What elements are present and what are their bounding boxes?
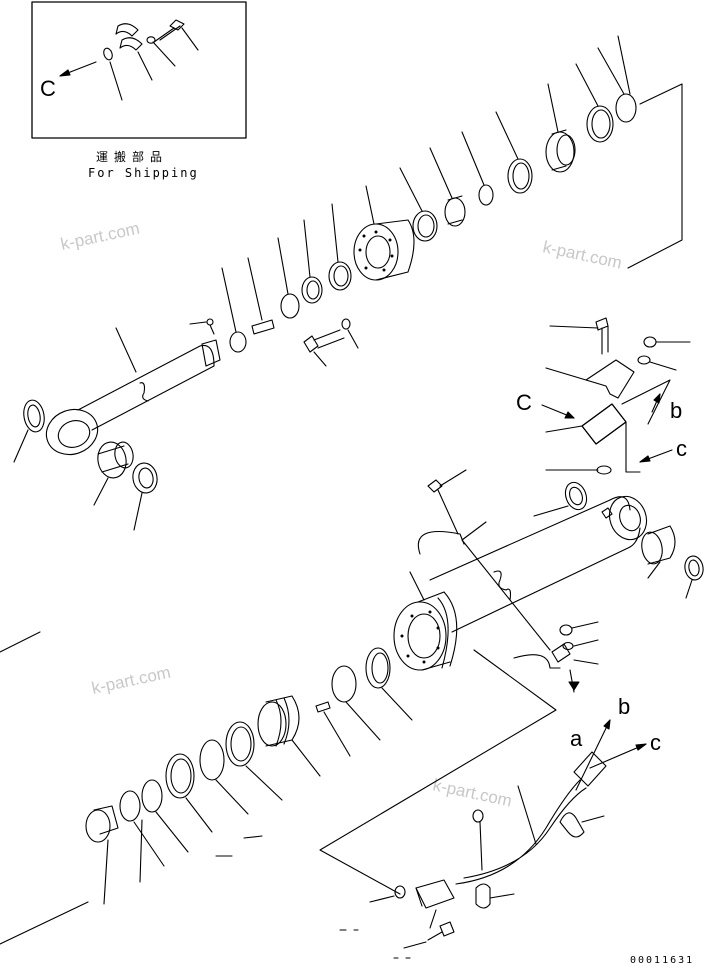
piston-rod [77, 344, 215, 431]
head-seal-4 [586, 105, 614, 143]
piston-pin [315, 701, 331, 713]
hose-bolt [427, 921, 455, 941]
piston-nut [85, 809, 111, 843]
inset-callout-c: C [40, 76, 56, 101]
watermark-3: k-part.com [90, 663, 172, 698]
inset-title-jp: 運搬部品 [96, 149, 168, 164]
head-seal-5 [615, 93, 637, 123]
head-seal-1 [412, 210, 438, 242]
callout-c-block: C [516, 390, 532, 415]
hose-elbow [559, 812, 585, 838]
ball [206, 318, 214, 326]
piston-assembly [0, 631, 413, 945]
piston-ring-b [331, 665, 357, 703]
head-seal-2 [507, 158, 533, 194]
document-number: 00011631 [630, 955, 694, 966]
rod-end-dust-seal [23, 399, 45, 433]
hydraulic-hose [455, 779, 587, 885]
inset-ring [103, 47, 113, 61]
fitting-o-ring [394, 885, 406, 899]
piston-ring-3 [328, 261, 352, 291]
inset-bolt [153, 19, 199, 51]
piston-ring-2 [301, 276, 323, 304]
hose-assembly: b c [339, 694, 661, 959]
clamp-bolt [427, 479, 459, 535]
piston-seal-d [141, 779, 163, 813]
hose-fitting [415, 879, 455, 909]
valve-block-assembly: C b c [516, 317, 691, 475]
upper-group-bracket [627, 83, 683, 269]
piston-seal-b [199, 739, 225, 781]
callout-a: a [570, 726, 583, 751]
rod-eye [45, 408, 99, 456]
bracket-nut [643, 336, 657, 348]
callout-c-lower: c [650, 730, 661, 755]
cylinder-tube [429, 496, 641, 633]
tube-clevis [608, 495, 648, 541]
hose-flange [573, 751, 607, 787]
cylinder-tube-assembly [393, 481, 704, 671]
piston-ring-1 [280, 293, 300, 319]
tube-flange [393, 601, 447, 671]
hose-elbow-small [475, 883, 491, 909]
clamp-lower [513, 654, 561, 669]
callout-b-upper: b [670, 398, 682, 423]
mounting-bracket [585, 359, 635, 399]
watermark-1: k-part.com [59, 219, 141, 254]
head-bolt [303, 329, 345, 353]
inset-plate [115, 23, 153, 81]
hose-o-ring [472, 809, 484, 823]
tube-end-seal [684, 555, 704, 581]
grease-fitting [601, 507, 613, 519]
piston-seal-c [165, 753, 195, 799]
callout-c-upper: c [676, 436, 687, 461]
inset-washer [146, 36, 156, 44]
watermark-4: k-part.com [431, 775, 513, 810]
clamp-nut [559, 624, 573, 636]
set-screw [251, 319, 275, 335]
bracket-bolt [595, 317, 609, 355]
o-ring [596, 465, 612, 475]
head-washer [341, 318, 351, 330]
rod-dust-seal [132, 462, 158, 494]
watermark-2: k-part.com [541, 237, 623, 272]
tube-dust-seal [564, 481, 588, 511]
rod-assembly [13, 35, 683, 531]
piston [257, 695, 321, 777]
clamp-upper [417, 530, 465, 555]
inset-frame [31, 1, 247, 139]
clamp-washer [562, 641, 574, 651]
piston-seal-a [225, 721, 255, 767]
shipping-inset: C [31, 1, 247, 139]
rod-bushing [97, 441, 127, 479]
inset-title-en: For Shipping [88, 166, 199, 180]
callout-b-lower: b [618, 694, 630, 719]
tube-bushing [647, 525, 676, 565]
lower-group-bracket [0, 631, 89, 945]
bracket-washer [637, 355, 651, 365]
hose-clamp-assembly: a [319, 469, 599, 895]
lock-nut [229, 331, 247, 353]
head-snap-ring [478, 184, 494, 206]
piston-seal-e [119, 790, 141, 822]
piston-ring-a [365, 647, 391, 689]
